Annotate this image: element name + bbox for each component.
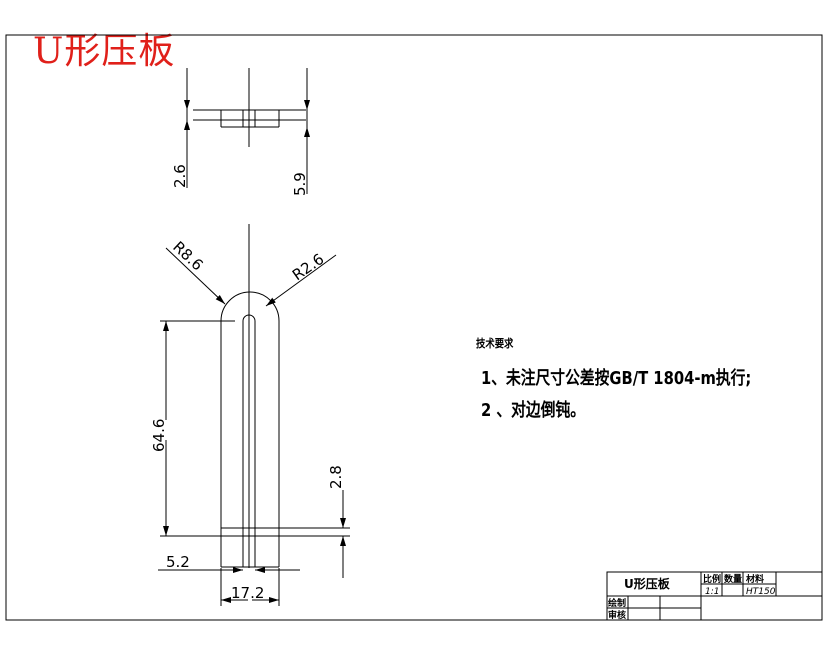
- title-block-qty-label: 数量: [724, 573, 742, 585]
- title-block-scale-label: 比例: [703, 573, 721, 585]
- front-view: [158, 224, 350, 606]
- dim-length: 64.6: [150, 419, 168, 452]
- drawing-border: [5, 34, 823, 621]
- title-block-checked-label: 审核: [608, 609, 626, 621]
- title-block-part-name: U形压板: [624, 576, 671, 591]
- top-view: [184, 68, 310, 194]
- dim-top-right: 5.9: [291, 172, 309, 196]
- title-block: [606, 571, 823, 621]
- dim-top-left: 2.6: [171, 164, 189, 188]
- dim-radius-inner: R2.6: [289, 250, 327, 284]
- technical-note-1: 1、未注尺寸公差按GB/T 1804-m执行;: [481, 368, 752, 389]
- technical-requirements-heading: 技术要求: [476, 337, 514, 350]
- title-block-scale-value: 1:1: [705, 587, 719, 597]
- dim-slot-width: 5.2: [166, 553, 190, 571]
- title-block-material-value: HT150: [746, 587, 776, 597]
- title-block-material-label: 材料: [745, 573, 764, 585]
- dim-overall-width: 17.2: [231, 584, 264, 602]
- technical-note-2: 2 、对边倒钝。: [481, 400, 585, 421]
- title-block-drawn-label: 绘制: [608, 597, 626, 609]
- page-title: U形压板: [33, 31, 176, 72]
- dim-end-thickness: 2.8: [327, 465, 345, 489]
